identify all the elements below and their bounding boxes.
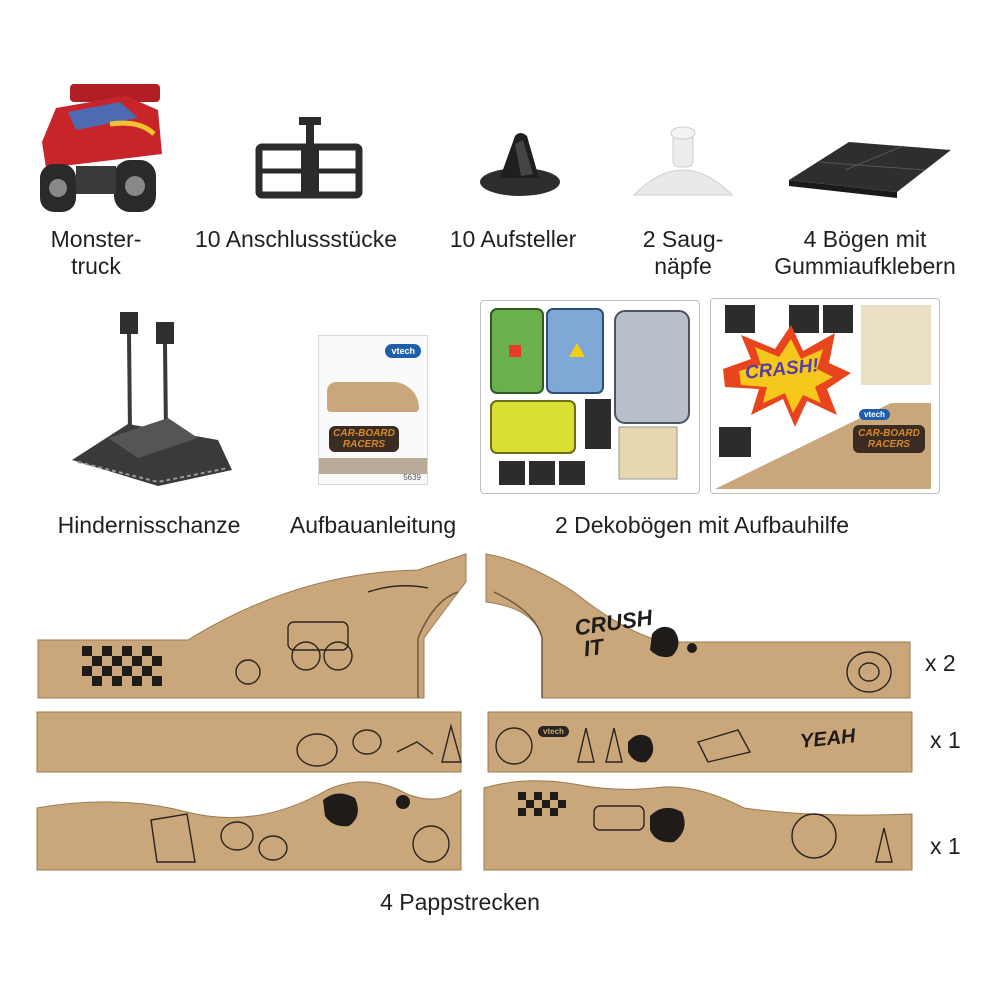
monster-truck-image	[40, 84, 162, 212]
connectors-label: 10 Anschlussstücke	[194, 226, 397, 252]
ramp-label: Hindernisschanze	[57, 512, 241, 538]
manual-brand-logo: vtech	[385, 344, 421, 358]
manual-product-logo: CAR-BOARD RACERS	[329, 426, 399, 452]
obstacle-ramp-image	[72, 312, 232, 486]
track-ramp-left	[37, 553, 467, 699]
deco-sheet-crash: CRASH! vtech CAR-BOARD RACERS	[710, 298, 940, 494]
deco-brand-logo: vtech	[859, 409, 890, 420]
quantity-straight-tracks: x 1	[930, 727, 961, 753]
manual-code: 5639	[403, 473, 421, 482]
suction-cup-image	[632, 126, 734, 196]
track-ramp-right	[485, 553, 911, 699]
manual-track-picture	[327, 382, 419, 412]
tracks-label: 4 Pappstrecken	[380, 889, 540, 915]
quantity-ramp-tracks: x 2	[925, 650, 956, 676]
barrels-illustration	[490, 308, 690, 485]
deco-sheets-label: 2 Dekobögen mit Aufbauhilfe	[554, 512, 850, 538]
track-straight-left	[36, 711, 462, 773]
manual-booklet: vtech CAR-BOARD RACERS 5639	[318, 335, 428, 485]
rubber-sheets-image	[789, 142, 951, 198]
rubber-sheets-label: 4 Bögen mit Gummiaufklebern	[774, 226, 956, 279]
monstertruck-label: Monster- truck	[50, 226, 142, 279]
manual-label: Aufbauanleitung	[289, 512, 457, 538]
deco-product-logo: CAR-BOARD RACERS	[853, 425, 925, 453]
track-bumps-left	[36, 781, 462, 871]
track-bumps-right	[483, 780, 913, 871]
manual-brush-stroke	[319, 458, 427, 474]
track-brand-logo: vtech	[538, 726, 569, 737]
crash-illustration	[715, 305, 931, 489]
suction-cups-label: 2 Saug- näpfe	[642, 226, 724, 279]
track-straight-right	[487, 711, 913, 773]
stand-image	[480, 133, 560, 196]
connector-piece-image	[255, 117, 363, 199]
deco-sheet-barrels	[480, 300, 700, 494]
stands-label: 10 Aufsteller	[449, 226, 577, 252]
quantity-bump-tracks: x 1	[930, 833, 961, 859]
